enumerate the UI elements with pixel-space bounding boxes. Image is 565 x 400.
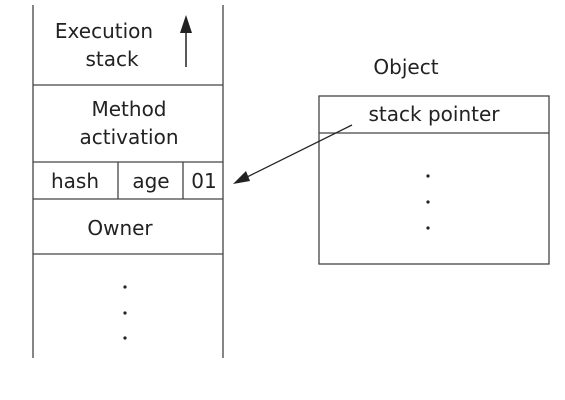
object-ellipsis — [426, 174, 430, 230]
ellipsis-dot — [123, 336, 127, 340]
mark-word-lock-bits: 01 — [191, 169, 216, 193]
ellipsis-dot — [123, 285, 127, 289]
execution-stack-label-line2: stack — [85, 47, 139, 71]
object-border — [318, 95, 550, 265]
execution-stack-label-line1: Execution — [55, 19, 153, 43]
ellipsis-dot — [426, 200, 430, 204]
stack-pointer-label: stack pointer — [369, 102, 501, 126]
owner-label: Owner — [87, 216, 153, 240]
up-arrow-icon — [180, 15, 192, 67]
stack-ellipsis — [123, 285, 127, 340]
ellipsis-dot — [426, 174, 430, 178]
object-title: Object — [373, 55, 438, 79]
method-activation-label-line1: Method — [91, 97, 166, 121]
mark-word-age: age — [132, 169, 169, 193]
method-activation-label-line2: activation — [79, 125, 178, 149]
stack-column: Execution stack Method activation hash a… — [32, 5, 224, 358]
ellipsis-dot — [426, 226, 430, 230]
object-box: Object stack pointer — [318, 55, 550, 265]
ellipsis-dot — [123, 311, 127, 315]
mark-word-hash: hash — [51, 169, 99, 193]
pointer-arrow-icon — [233, 124, 353, 184]
